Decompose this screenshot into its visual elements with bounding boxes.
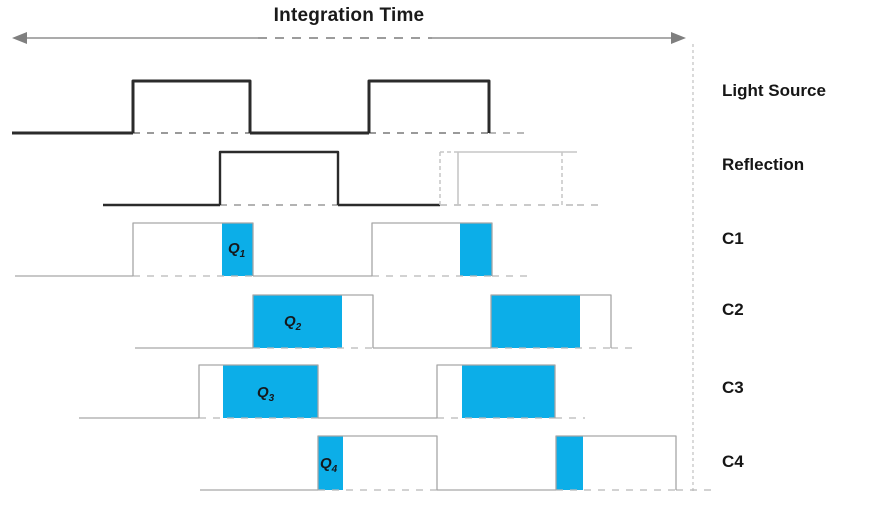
c1-pulse <box>132 222 254 276</box>
c3-q-subscript: 3 <box>269 393 275 404</box>
c1-pulse <box>371 222 493 276</box>
c4-q-subscript: 4 <box>331 464 338 475</box>
c2-charge-region <box>253 295 342 348</box>
c3-charge-region <box>223 365 318 418</box>
c1-label: C1 <box>722 229 744 248</box>
c2-pulse <box>490 294 612 348</box>
c3-pulse <box>436 364 556 418</box>
reflection-label: Reflection <box>722 155 805 174</box>
integration-time-title: Integration Time <box>273 5 425 26</box>
c1-q-subscript: 1 <box>240 249 246 260</box>
c2-q-subscript: 2 <box>295 322 302 333</box>
arrowhead-right-icon <box>671 32 686 44</box>
light-source-pulse <box>131 79 252 133</box>
light-source-label: Light Source <box>722 81 826 100</box>
c2-charge-region <box>491 295 580 348</box>
light-source-pulse <box>367 79 491 133</box>
c2-pulse <box>252 294 374 348</box>
c3-pulse <box>198 364 319 418</box>
c3-charge-region <box>462 365 555 418</box>
c1-charge-region <box>460 223 492 276</box>
arrowhead-left-icon <box>12 32 27 44</box>
reflection-pulse <box>218 150 340 205</box>
c4-pulse <box>317 435 438 490</box>
c3-label: C3 <box>722 378 744 397</box>
c4-label: C4 <box>722 452 744 471</box>
c1-charge-region <box>222 223 253 276</box>
c4-charge-region <box>556 436 583 490</box>
c2-label: C2 <box>722 300 744 319</box>
c4-charge-region <box>318 436 343 490</box>
c4-pulse <box>555 435 677 490</box>
